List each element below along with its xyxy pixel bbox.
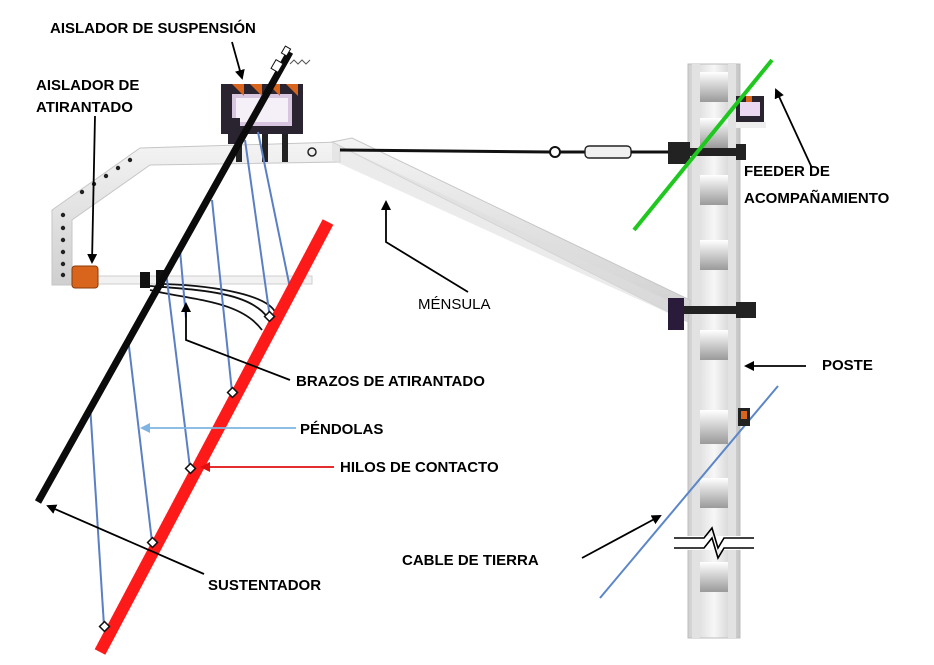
messenger-spring [289, 59, 311, 65]
label-mensula: MÉNSULA [418, 296, 491, 313]
arrow-aislador-suspension [231, 41, 245, 80]
pointer-arrows [46, 41, 813, 575]
messenger-top-fitting [270, 45, 292, 74]
label-cable-tierra: CABLE DE TIERRA [402, 552, 539, 569]
arrow-feeder [774, 88, 813, 169]
feeder-wire [632, 58, 774, 232]
label-hilos: HILOS DE CONTACTO [340, 459, 499, 476]
label-aislador-suspension: AISLADOR DE SUSPENSIÓN [50, 19, 256, 37]
pull-off-insulator [71, 265, 99, 289]
label-aislador-atirantado-line1: AISLADOR DE [36, 77, 139, 94]
pole-rungs [700, 72, 728, 592]
arrow-sustentador [46, 504, 205, 575]
feeder-insulator [736, 96, 766, 128]
label-aislador-atirantado-line2: ATIRANTADO [36, 99, 133, 116]
droppers [89, 131, 291, 627]
pole [674, 63, 754, 639]
mensula-fixing [668, 298, 756, 330]
arrow-brazos [181, 302, 291, 381]
label-feeder-line2: ACOMPAÑAMIENTO [744, 189, 890, 207]
pull-off-bar [71, 265, 313, 289]
messenger-wire [34, 45, 311, 504]
label-feeder-line1: FEEDER DE [744, 163, 830, 180]
label-brazos: BRAZOS DE ATIRANTADO [296, 373, 485, 390]
tie-rod [339, 142, 746, 164]
label-poste: POSTE [822, 357, 873, 374]
earth-cable [599, 385, 779, 599]
mensula-arm [330, 137, 691, 323]
pole-break-symbol [674, 526, 754, 560]
arrow-mensula [381, 200, 469, 293]
arrow-cable-tierra [581, 515, 662, 559]
contact-wire [94, 219, 334, 655]
label-pendolas: PÉNDOLAS [300, 421, 383, 438]
labels: AISLADOR DE SUSPENSIÓN AISLADOR DE ATIRA… [36, 19, 890, 594]
label-sustentador: SUSTENTADOR [208, 577, 321, 594]
arrow-aislador-atirantado [87, 115, 98, 264]
